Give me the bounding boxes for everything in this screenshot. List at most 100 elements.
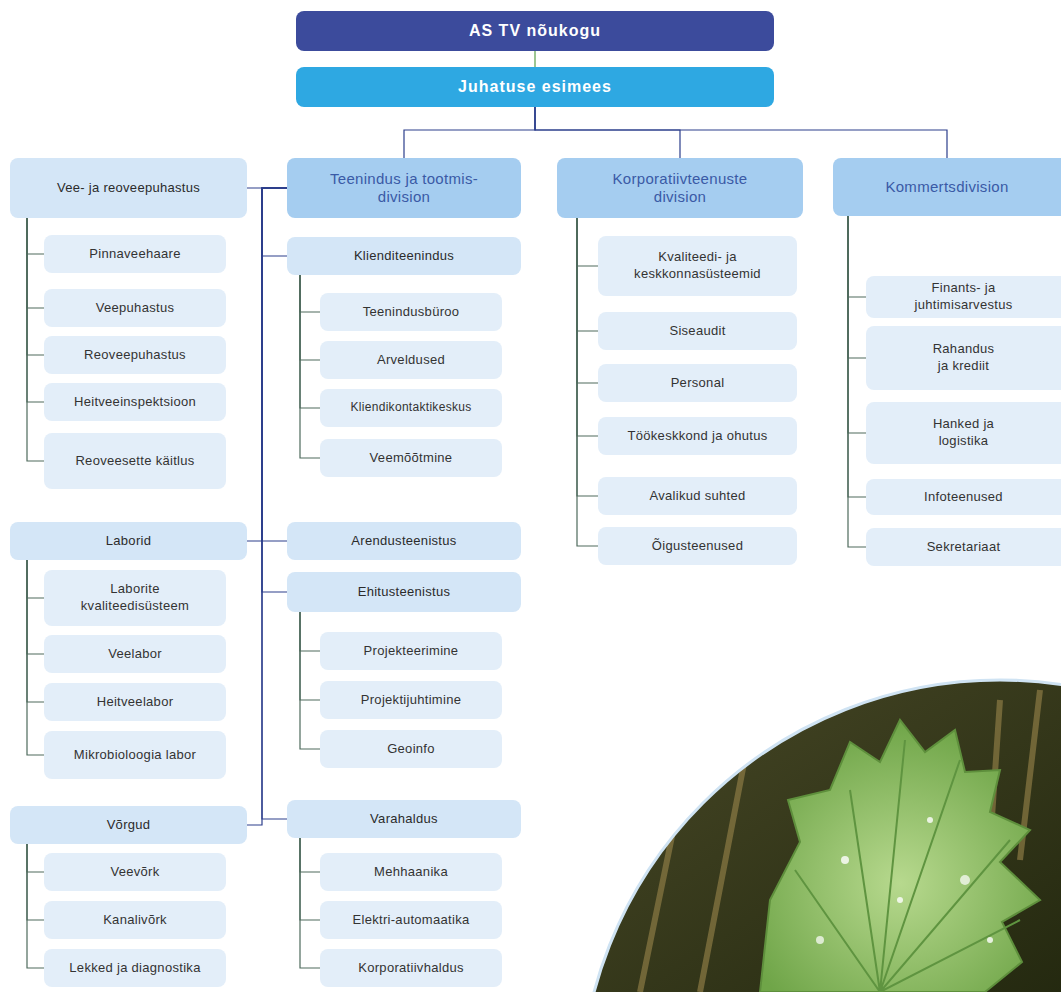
unit-box: Personal: [598, 364, 797, 402]
node-label: Siseaudit: [669, 323, 725, 340]
connector: [27, 218, 44, 355]
department-box: Varahaldus: [287, 800, 521, 838]
division-box: Korporatiivteenuste division: [557, 158, 803, 218]
connector: [27, 218, 44, 402]
division-box: Teenindus ja tootmis- division: [287, 158, 521, 218]
division-box: Kommertsdivision: [833, 158, 1061, 216]
unit-box: Teenindusbüroo: [320, 293, 502, 331]
unit-box: Mikrobioloogia labor: [44, 731, 226, 779]
unit-box: Reoveepuhastus: [44, 336, 226, 374]
unit-box: Veepuhastus: [44, 289, 226, 327]
unit-box: Reoveesette käitlus: [44, 433, 226, 489]
unit-box: Hanked ja logistika: [866, 402, 1061, 464]
department-box: Ehitusteenistus: [287, 572, 521, 612]
unit-box: Korporatiivhaldus: [320, 949, 502, 987]
node-label: Klienditeenindus: [354, 248, 454, 265]
node-label: Kommertsdivision: [885, 178, 1008, 196]
connector: [577, 218, 598, 383]
unit-box: Avalikud suhted: [598, 477, 797, 515]
connector: [300, 838, 320, 968]
connector: [27, 218, 44, 461]
unit-box: Elektri-automaatika: [320, 901, 502, 939]
node-label: Arveldused: [377, 352, 445, 369]
unit-box: Projektijuhtimine: [320, 681, 502, 719]
node-label: Geoinfo: [387, 741, 435, 758]
unit-box: Veevõrk: [44, 853, 226, 891]
node-label: Elektri-automaatika: [353, 912, 470, 929]
connector: [262, 188, 287, 256]
unit-box: Veemõõtmine: [320, 439, 502, 477]
node-label: Veepuhastus: [96, 300, 174, 317]
node-label: Korporatiivhaldus: [358, 960, 464, 977]
connector: [27, 560, 44, 598]
connector: [27, 844, 44, 920]
department-box: Arendusteenistus: [287, 522, 521, 560]
node-label: Veelabor: [108, 646, 162, 663]
connector: [27, 218, 44, 254]
node-label: Kliendikontaktikeskus: [350, 400, 471, 416]
node-label: Lekked ja diagnostika: [69, 960, 200, 977]
connector: [535, 107, 680, 158]
department-box: Klienditeenindus: [287, 237, 521, 275]
node-label: Veemõõtmine: [370, 450, 453, 467]
unit-box: Kliendikontaktikeskus: [320, 389, 502, 427]
node-label: Infoteenused: [924, 489, 1003, 506]
node-label: Veevõrk: [110, 864, 159, 881]
connector: [534, 51, 535, 67]
unit-box: Heitveelabor: [44, 683, 226, 721]
node-label: Hanked ja logistika: [929, 416, 999, 450]
connector: [577, 218, 598, 331]
unit-box: Laborite kvaliteedisüsteem: [44, 570, 226, 626]
node-label: Juhatuse esimees: [458, 78, 612, 96]
node-label: Teenindusbüroo: [363, 304, 460, 321]
connector: [27, 560, 44, 702]
connector: [577, 218, 598, 436]
connector: [577, 218, 598, 496]
chairman-box: Juhatuse esimees: [296, 67, 774, 107]
connector: [262, 188, 287, 541]
node-label: Personal: [671, 375, 725, 392]
connector: [300, 612, 320, 700]
node-label: Sekretariaat: [927, 539, 1001, 556]
node-label: Varahaldus: [370, 811, 438, 828]
photo-content: [560, 660, 1061, 992]
node-label: Finants- ja juhtimisarvestus: [889, 280, 1039, 314]
connector: [535, 107, 947, 158]
node-label: Mehhaanika: [374, 864, 448, 881]
unit-box: Rahandus ja krediit: [866, 326, 1061, 390]
department-box: Võrgud: [10, 806, 247, 844]
node-label: Kanalivõrk: [103, 912, 167, 929]
connector: [300, 275, 320, 360]
node-label: Kvaliteedi- ja keskkonnasüsteemid: [613, 249, 783, 283]
connector: [300, 838, 320, 872]
node-label: AS TV nõukogu: [469, 22, 601, 40]
node-label: Vee- ja reoveepuhastus: [57, 180, 200, 197]
node-label: Avalikud suhted: [649, 488, 745, 505]
connector: [262, 188, 287, 819]
node-label: Heitveeinspektsioon: [74, 394, 196, 411]
node-label: Ehitusteenistus: [358, 584, 451, 601]
unit-box: Veelabor: [44, 635, 226, 673]
node-label: Reoveesette käitlus: [75, 453, 194, 470]
connector: [247, 188, 287, 541]
connector: [27, 560, 44, 654]
connector: [300, 838, 320, 920]
node-label: Arendusteenistus: [351, 533, 456, 550]
node-label: Projekteerimine: [364, 643, 459, 660]
connector: [300, 275, 320, 408]
node-label: Teenindus ja tootmis- division: [314, 170, 494, 206]
node-label: Töökeskkond ja ohutus: [628, 428, 768, 445]
connector: [577, 218, 598, 546]
unit-box: Kanalivõrk: [44, 901, 226, 939]
connector: [27, 560, 44, 755]
connector: [848, 216, 866, 497]
node-label: Heitveelabor: [97, 694, 174, 711]
unit-box: Infoteenused: [866, 479, 1061, 515]
department-box: Vee- ja reoveepuhastus: [10, 158, 247, 218]
connector: [848, 216, 866, 433]
connector: [27, 844, 44, 872]
connector: [577, 218, 598, 266]
node-label: Õigusteenused: [652, 538, 743, 555]
unit-box: Geoinfo: [320, 730, 502, 768]
